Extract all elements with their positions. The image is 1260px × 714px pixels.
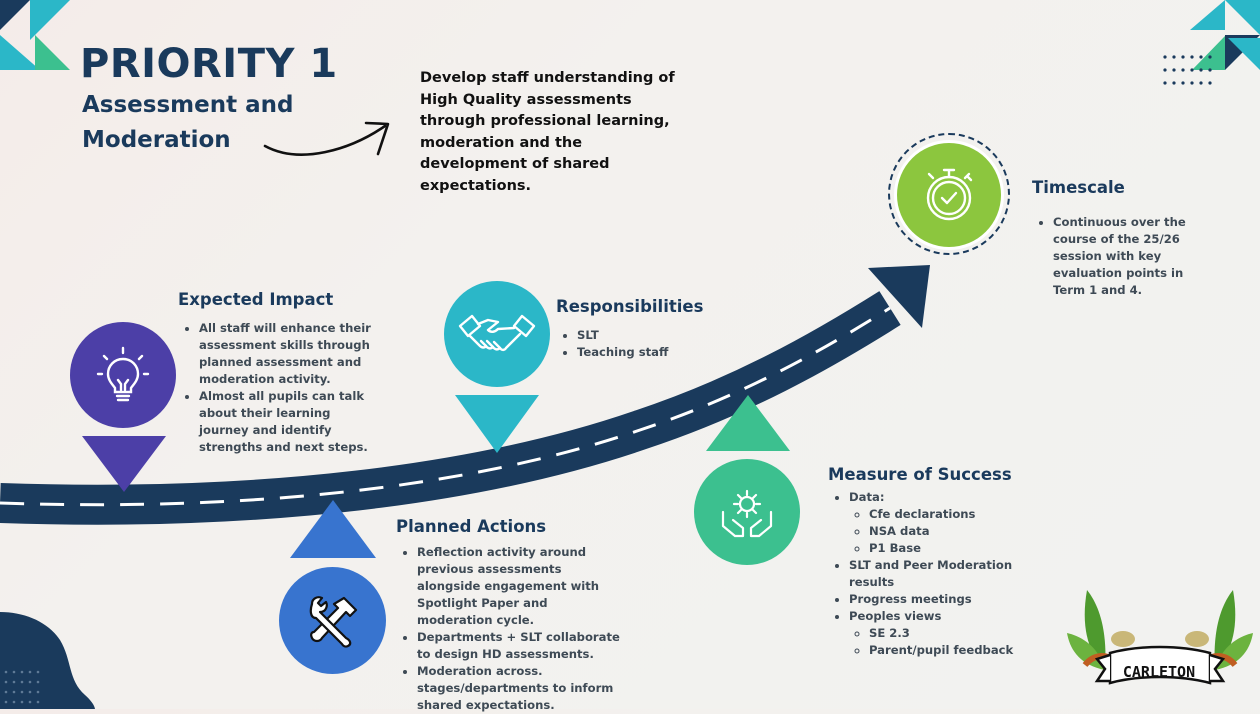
- list-item: Teaching staff: [577, 344, 756, 361]
- measure-of-success-block: Measure of Success Data: Cfe declaration…: [828, 465, 1028, 659]
- timescale-block: Timescale Continuous over the course of …: [1032, 178, 1192, 299]
- page-subtitle: Assessment and Moderation: [82, 92, 294, 153]
- responsibilities-block: Responsibilities SLT Teaching staff: [556, 297, 756, 361]
- list-item: NSA data: [869, 523, 1028, 540]
- handshake-icon: [458, 314, 536, 352]
- data-label: Data:: [849, 490, 885, 504]
- expected-impact-circle: [70, 322, 176, 428]
- timescale-heading: Timescale: [1032, 178, 1125, 197]
- gear-hands-icon: [721, 489, 773, 538]
- measure-of-success-heading: Measure of Success: [828, 465, 1012, 484]
- list-item: Almost all pupils can talk about their l…: [199, 388, 383, 456]
- corner-triangles-top-left: [0, 0, 70, 70]
- planned-actions-block: Planned Actions Reflection activity arou…: [396, 517, 621, 714]
- list-item: SLT and Peer Moderation results: [849, 557, 1028, 591]
- expected-impact-heading: Expected Impact: [178, 290, 334, 309]
- responsibilities-circle: [444, 281, 550, 387]
- planned-actions-circle: [279, 567, 386, 674]
- carleton-logo: [1067, 590, 1253, 685]
- list-item: Continuous over the course of the 25/26 …: [1053, 214, 1192, 299]
- list-item: P1 Base: [869, 540, 1028, 557]
- blob-bottom-left: [0, 612, 95, 709]
- planned-actions-heading: Planned Actions: [396, 517, 547, 536]
- road-arrow-head: [868, 265, 930, 328]
- timescale-ring: [888, 133, 1010, 255]
- stopwatch-icon: [926, 168, 973, 221]
- peoples-views-label: Peoples views: [849, 609, 942, 623]
- lightbulb-icon: [96, 346, 150, 402]
- list-item: SLT: [577, 327, 756, 344]
- list-item: SE 2.3: [869, 625, 1028, 642]
- tools-icon: [309, 595, 357, 648]
- measure-of-success-circle: [694, 459, 800, 565]
- planned-actions-pointer: [290, 500, 376, 558]
- corner-triangles-top-right: [1190, 0, 1260, 70]
- list-item: Moderation across. stages/departments to…: [417, 663, 621, 714]
- list-item: Departments + SLT collaborate to design …: [417, 629, 621, 663]
- timescale-circle: [897, 143, 1001, 247]
- list-item: Progress meetings: [849, 591, 1028, 608]
- curved-arrow: [263, 124, 387, 156]
- responsibilities-pointer: [455, 395, 539, 453]
- list-item: Parent/pupil feedback: [869, 642, 1028, 659]
- priority-description: Develop staff understanding of High Qual…: [420, 70, 675, 194]
- list-item: Data: Cfe declarations NSA data P1 Base: [849, 489, 1028, 557]
- expected-impact-pointer: [82, 436, 166, 492]
- logo-text: CARLETON: [1122, 663, 1196, 681]
- list-item: Reflection activity around previous asse…: [417, 544, 621, 629]
- page-title: PRIORITY 1: [80, 41, 338, 87]
- list-item: Cfe declarations: [869, 506, 1028, 523]
- expected-impact-block: Expected Impact All staff will enhance t…: [178, 290, 383, 456]
- list-item: Peoples views SE 2.3 Parent/pupil feedba…: [849, 608, 1028, 659]
- dot-grid-top-right: [1163, 55, 1212, 85]
- list-item: All staff will enhance their assessment …: [199, 320, 383, 388]
- measure-of-success-pointer: [706, 395, 790, 451]
- responsibilities-heading: Responsibilities: [556, 297, 704, 316]
- dot-grid-bottom-left: [4, 670, 40, 704]
